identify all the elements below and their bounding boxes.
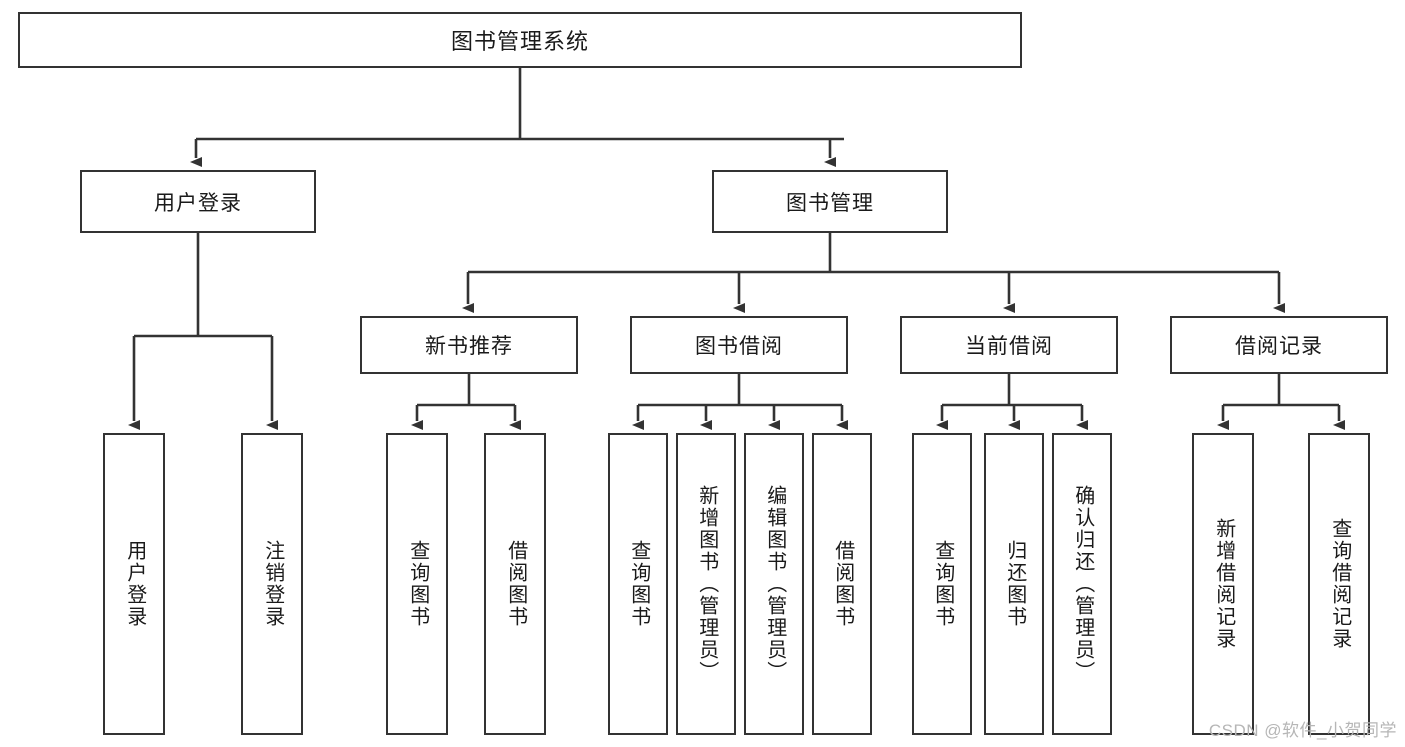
node-leaf-query-borrow-record[interactable]: 查询借阅记录 [1308, 433, 1370, 735]
node-user-login[interactable]: 用户登录 [80, 170, 316, 233]
node-label: 借阅图书 [504, 540, 527, 628]
node-leaf-borrow-book[interactable]: 借阅图书 [812, 433, 872, 735]
node-label: 新增借阅记录 [1212, 518, 1235, 650]
node-label: 图书管理 [786, 191, 874, 215]
node-label: 图书借阅 [695, 335, 783, 358]
node-current-borrowing[interactable]: 当前借阅 [900, 316, 1118, 374]
node-label: 新书推荐 [425, 335, 513, 358]
node-label: 编辑图书（管理员） [763, 485, 786, 683]
node-root-book-management-system[interactable]: 图书管理系统 [18, 12, 1022, 68]
node-leaf-query-book-recommend[interactable]: 查询图书 [386, 433, 448, 735]
node-leaf-confirm-return-admin[interactable]: 确认归还（管理员） [1052, 433, 1112, 735]
node-leaf-edit-book-admin[interactable]: 编辑图书（管理员） [744, 433, 804, 735]
node-new-book-recommendation[interactable]: 新书推荐 [360, 316, 578, 374]
node-label: 注销登录 [261, 540, 284, 628]
node-label: 当前借阅 [965, 335, 1053, 358]
node-leaf-borrow-book-recommend[interactable]: 借阅图书 [484, 433, 546, 735]
node-label: 借阅记录 [1235, 335, 1323, 358]
node-label: 用户登录 [123, 540, 146, 628]
node-leaf-query-book-current[interactable]: 查询图书 [912, 433, 972, 735]
node-label: 新增图书（管理员） [695, 485, 718, 683]
node-label: 查询借阅记录 [1328, 518, 1351, 650]
node-label: 确认归还（管理员） [1071, 485, 1094, 683]
node-book-borrowing[interactable]: 图书借阅 [630, 316, 848, 374]
node-leaf-user-login[interactable]: 用户登录 [103, 433, 165, 735]
csdn-watermark: CSDN @软件_小贺同学 [1208, 721, 1397, 740]
node-leaf-query-book-borrow[interactable]: 查询图书 [608, 433, 668, 735]
node-label: 查询图书 [627, 540, 650, 628]
node-label: 图书管理系统 [450, 29, 589, 54]
node-book-management[interactable]: 图书管理 [712, 170, 948, 233]
node-label: 查询图书 [406, 540, 429, 628]
node-leaf-return-book[interactable]: 归还图书 [984, 433, 1044, 735]
node-label: 用户登录 [154, 191, 242, 215]
node-leaf-add-book-admin[interactable]: 新增图书（管理员） [676, 433, 736, 735]
node-borrowing-record[interactable]: 借阅记录 [1170, 316, 1388, 374]
node-leaf-user-logout[interactable]: 注销登录 [241, 433, 303, 735]
node-leaf-add-borrow-record[interactable]: 新增借阅记录 [1192, 433, 1254, 735]
node-label: 查询图书 [931, 540, 954, 628]
node-label: 归还图书 [1003, 540, 1026, 628]
node-label: 借阅图书 [831, 540, 854, 628]
